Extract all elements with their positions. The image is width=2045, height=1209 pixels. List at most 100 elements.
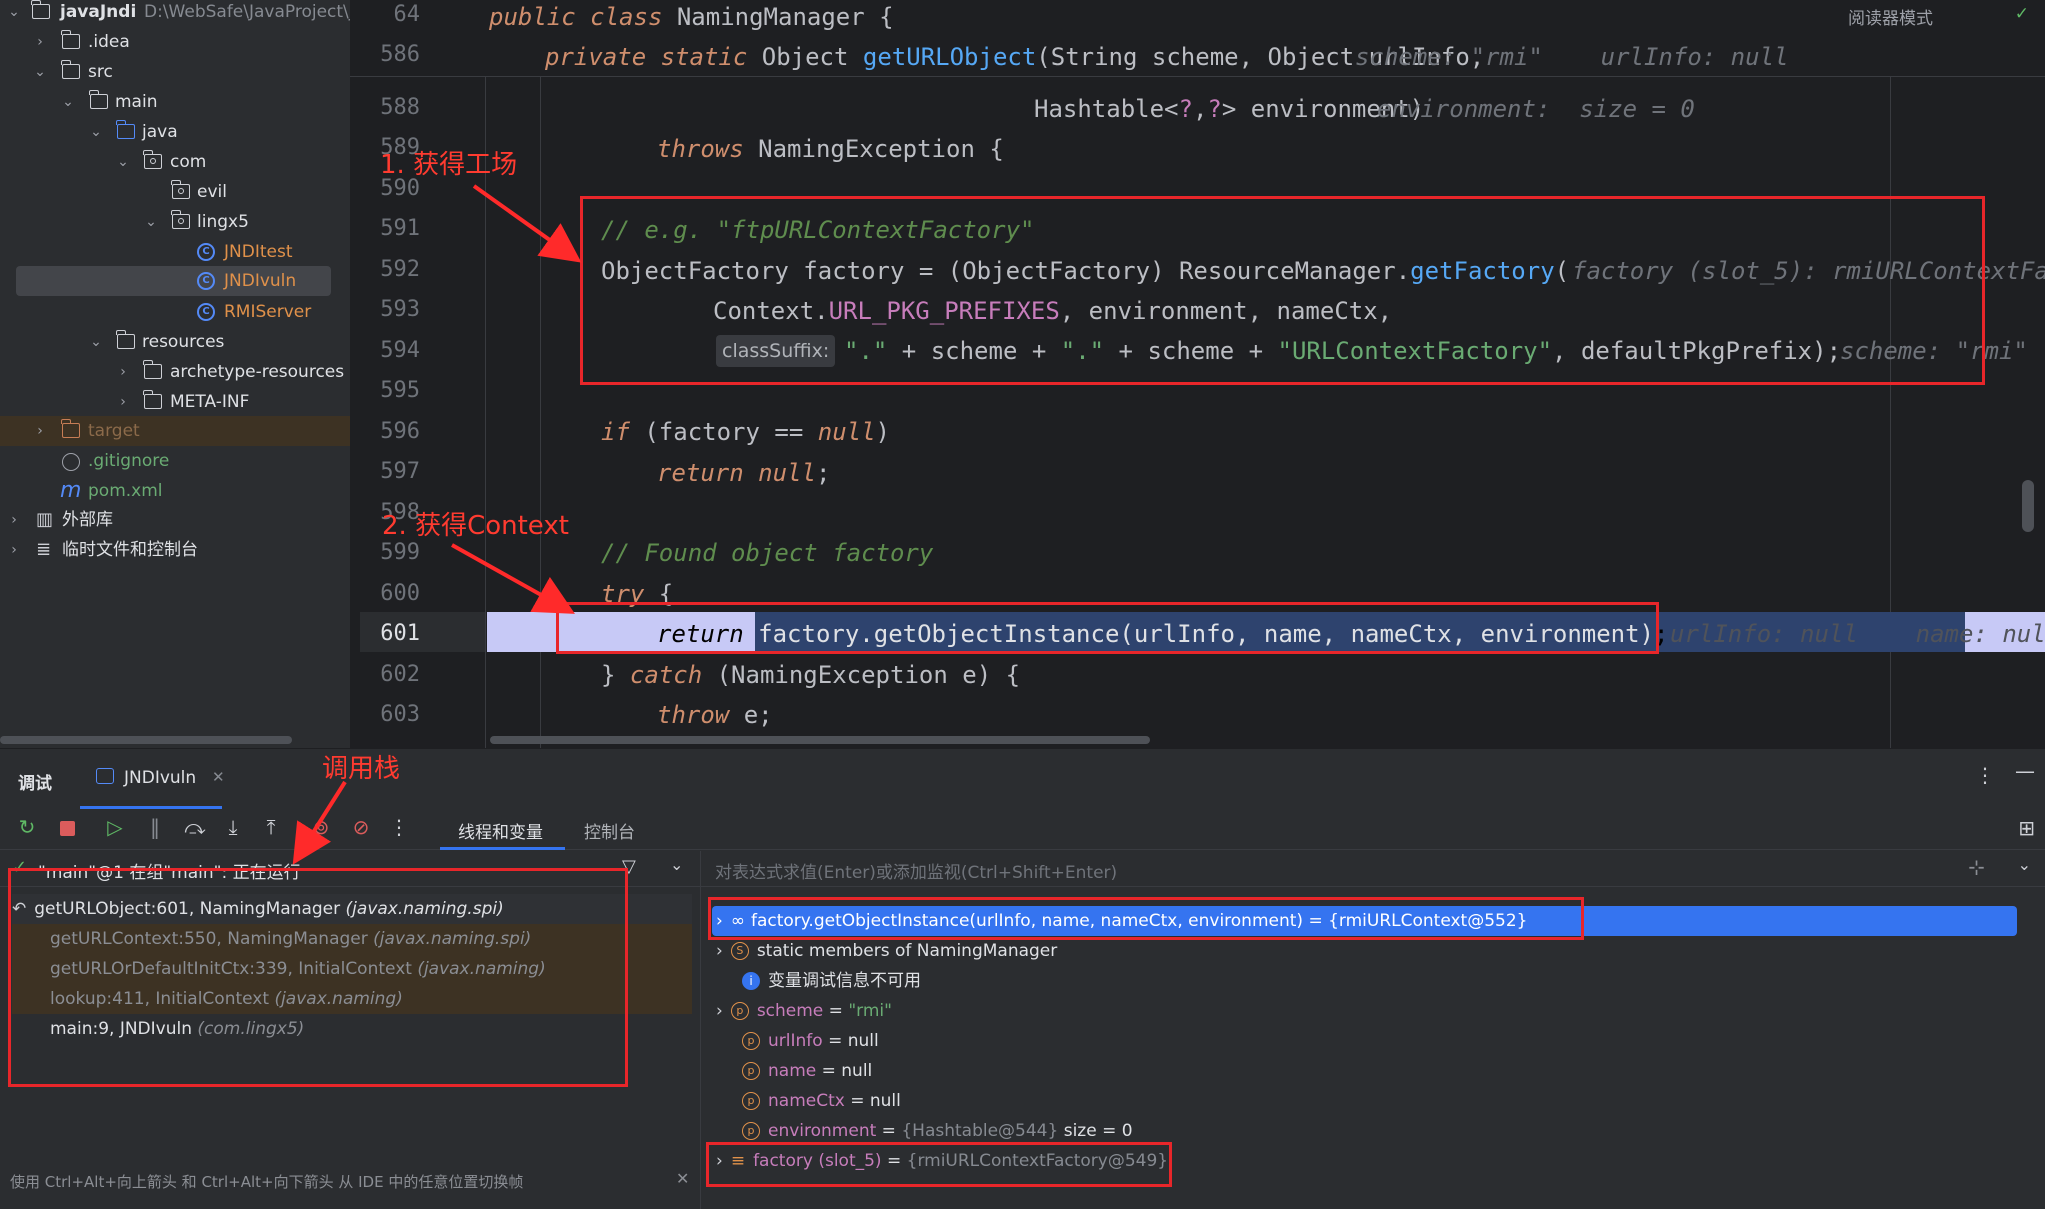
annotation-label-1: 1. 获得工场 bbox=[380, 150, 518, 180]
chevron-right-icon[interactable]: › bbox=[37, 423, 43, 439]
tree-item-jnditest[interactable]: C JNDItest bbox=[0, 237, 350, 267]
chevron-right-icon[interactable]: › bbox=[11, 512, 17, 528]
stack-frame[interactable]: getURLOrDefaultInitCtx:339, InitialConte… bbox=[12, 954, 692, 984]
tree-item-resources[interactable]: ⌄ resources bbox=[0, 327, 350, 357]
tree-item-rmiserver[interactable]: C RMIServer bbox=[0, 297, 350, 327]
chevron-down-icon[interactable]: ⌄ bbox=[90, 334, 102, 350]
chevron-down-icon[interactable]: ⌄ bbox=[34, 64, 46, 80]
var-value: null bbox=[841, 1061, 873, 1081]
close-icon[interactable]: ✕ bbox=[212, 768, 225, 786]
parameter-hint: classSuffix: bbox=[716, 335, 836, 367]
chevron-down-icon[interactable]: ⌄ bbox=[8, 4, 20, 20]
library-icon: ▥ bbox=[36, 509, 54, 530]
stack-frame[interactable]: lookup:411, InitialContext (javax.naming… bbox=[12, 984, 692, 1014]
chevron-down-icon[interactable]: ⌄ bbox=[145, 214, 157, 230]
tree-item-gitignore[interactable]: .gitignore bbox=[0, 446, 350, 476]
tree-item-archetype-resources[interactable]: › archetype-resources bbox=[0, 357, 350, 387]
add-watch-icon[interactable]: ⊹ bbox=[1968, 855, 1985, 879]
tree-label: RMIServer bbox=[224, 302, 312, 322]
tab-label: 控制台 bbox=[584, 823, 635, 843]
tree-item-com[interactable]: ⌄ com bbox=[0, 147, 350, 177]
chevron-down-icon[interactable]: ⌄ bbox=[90, 124, 102, 140]
eval-expression-bar[interactable]: 对表达式求值(Enter)或添加监视(Ctrl+Shift+Enter) ⊹ ⌄ bbox=[701, 851, 2045, 887]
more-icon[interactable]: ⋮ bbox=[389, 815, 409, 839]
editor-horizontal-scrollbar[interactable] bbox=[490, 736, 1150, 744]
stack-frame[interactable]: getURLContext:550, NamingManager (javax.… bbox=[12, 924, 692, 954]
chevron-down-icon[interactable]: ⌄ bbox=[117, 154, 129, 170]
step-over-icon[interactable]: ⤼ bbox=[184, 815, 206, 839]
chevron-right-icon[interactable]: › bbox=[120, 394, 126, 410]
mute-breakpoints-icon[interactable]: ⊘ bbox=[352, 815, 370, 839]
close-icon[interactable]: ✕ bbox=[676, 1169, 690, 1188]
chevron-down-icon[interactable]: ⌄ bbox=[670, 855, 684, 874]
layout-icon[interactable]: ⊞ bbox=[2018, 816, 2035, 840]
chevron-right-icon[interactable]: › bbox=[120, 364, 126, 380]
tab-jndivuln[interactable]: JNDIvuln ✕ bbox=[80, 759, 225, 809]
tree-label: archetype-resources bbox=[170, 362, 345, 382]
code-line: "." + scheme + "." + scheme + "URLContex… bbox=[844, 337, 1842, 365]
tree-item-main[interactable]: ⌄ main bbox=[0, 87, 350, 117]
step-out-icon[interactable]: ⤒ bbox=[266, 815, 276, 839]
code-line: try { bbox=[601, 580, 674, 608]
tree-label: JNDIvuln bbox=[224, 271, 297, 291]
chevron-right-icon[interactable]: › bbox=[716, 941, 723, 961]
chevron-right-icon[interactable]: › bbox=[37, 34, 43, 50]
chevron-down-icon[interactable]: ⌄ bbox=[62, 94, 74, 110]
step-into-icon[interactable]: ⤓ bbox=[228, 815, 238, 839]
tree-item-evil[interactable]: evil bbox=[0, 177, 350, 207]
tab-threads-variables[interactable]: 线程和变量 bbox=[440, 808, 565, 850]
tree-root[interactable]: ⌄ javaJndi D:\WebSafe\JavaProject\j bbox=[0, 0, 350, 27]
var-name: urlInfo bbox=[768, 1031, 823, 1051]
eval-input[interactable]: 对表达式求值(Enter)或添加监视(Ctrl+Shift+Enter) bbox=[715, 863, 1118, 883]
indent-guide bbox=[540, 77, 541, 748]
code-editor[interactable]: 64 public class NamingManager { 586 priv… bbox=[350, 0, 2045, 748]
chevron-right-icon[interactable]: › bbox=[716, 1001, 723, 1021]
resume-icon[interactable]: ▷ bbox=[107, 815, 123, 839]
chevron-right-icon[interactable]: › bbox=[11, 542, 17, 558]
minimize-icon[interactable]: — bbox=[2015, 759, 2035, 783]
pause-icon[interactable]: ‖ bbox=[150, 815, 160, 839]
chevron-right-icon[interactable]: › bbox=[716, 911, 723, 931]
watch-result-row[interactable]: ›∞factory.getObjectInstance(urlInfo, nam… bbox=[712, 906, 2017, 936]
var-name: name bbox=[768, 1061, 817, 1081]
watch-icon: ∞ bbox=[730, 911, 745, 931]
tab-console[interactable]: 控制台 bbox=[570, 808, 660, 850]
stack-frame[interactable]: ↶getURLObject:601, NamingManager (javax.… bbox=[12, 894, 692, 924]
var-name: scheme bbox=[756, 1001, 824, 1021]
rerun-icon[interactable]: ↻ bbox=[18, 815, 36, 839]
tree-item-src[interactable]: ⌄ src bbox=[0, 57, 350, 87]
chevron-right-icon[interactable]: › bbox=[716, 1151, 723, 1171]
more-options-icon[interactable]: ⋮ bbox=[1975, 763, 1995, 787]
thread-selector[interactable]: ✓ "main"@1 在组"main": 正在运行 ▽ ⌄ bbox=[0, 851, 700, 887]
tree-item-external-libs[interactable]: › ▥ 外部库 bbox=[0, 505, 350, 535]
tree-item-target[interactable]: › target bbox=[0, 416, 350, 446]
editor-vertical-scrollbar[interactable] bbox=[2022, 480, 2034, 532]
tree-item-idea[interactable]: › .idea bbox=[0, 27, 350, 57]
code-line: private static Object getURLObject(Strin… bbox=[545, 43, 1485, 71]
view-breakpoints-icon[interactable]: ⊚ bbox=[312, 815, 330, 839]
stop-icon[interactable] bbox=[52, 812, 82, 842]
tree-item-pom[interactable]: m pom.xml bbox=[0, 476, 350, 506]
tree-item-meta-inf[interactable]: › META-INF bbox=[0, 387, 350, 417]
tree-item-java[interactable]: ⌄ java bbox=[0, 117, 350, 147]
line-number: 64 bbox=[393, 2, 421, 27]
chevron-down-icon[interactable]: ⌄ bbox=[2017, 855, 2031, 874]
stack-frame[interactable]: main:9, JNDIvuln (com.lingx5) bbox=[12, 1014, 692, 1044]
code-line: } catch (NamingException e) { bbox=[601, 661, 1021, 689]
tree-item-jndivuln[interactable]: C JNDIvuln bbox=[16, 266, 331, 296]
tree-item-scratches[interactable]: › ≣ 临时文件和控制台 bbox=[0, 535, 350, 565]
parameter-icon: p bbox=[730, 1002, 749, 1020]
tree-label: META-INF bbox=[170, 392, 250, 412]
filter-icon[interactable]: ▽ bbox=[622, 856, 636, 877]
var-row[interactable]: ›≡factory (slot_5) = {rmiURLContextFacto… bbox=[716, 1151, 1169, 1171]
reader-mode-toggle[interactable]: 阅读器模式 bbox=[1848, 9, 1933, 29]
tree-item-lingx5[interactable]: ⌄ lingx5 bbox=[0, 207, 350, 237]
inline-hint: environment: size = 0 bbox=[1377, 95, 1695, 123]
tree-scrollbar[interactable] bbox=[0, 736, 292, 744]
